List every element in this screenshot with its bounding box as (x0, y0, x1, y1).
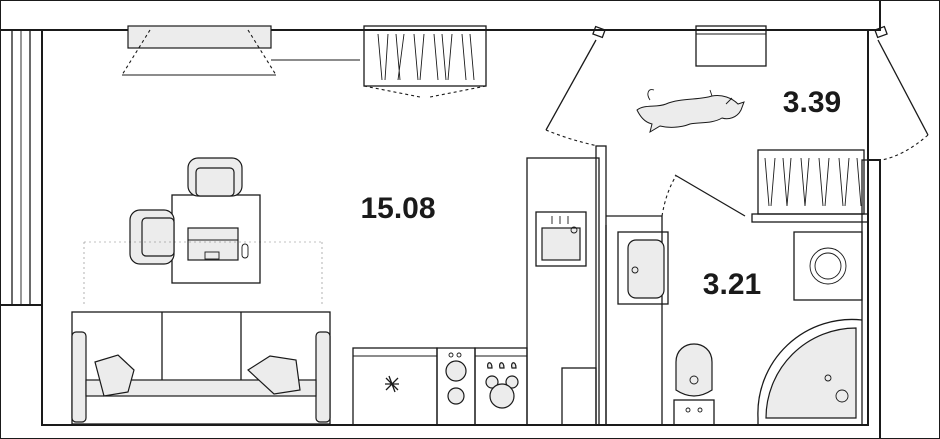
area-label-main-room: 15.08 (360, 192, 435, 225)
oven (436, 347, 476, 426)
fridge (352, 347, 438, 426)
cat-icon (636, 89, 745, 134)
area-label-loggia: 3.39 (783, 86, 841, 119)
kitchen-sink (535, 211, 587, 267)
dining-table (171, 194, 261, 284)
bathroom-sink (617, 231, 669, 305)
sofa (71, 311, 331, 425)
chair-top (187, 157, 243, 197)
bathroom-door (661, 174, 746, 217)
guide-lines (83, 241, 323, 305)
wardrobe-top (363, 25, 487, 98)
chair-left (129, 209, 175, 265)
loggia-area (545, 25, 929, 161)
bathroom-shelf (757, 149, 865, 215)
stove (474, 347, 528, 426)
ceiling-cabinet-left (121, 25, 360, 76)
window-left (11, 30, 31, 305)
shower-cabin (757, 318, 863, 425)
toilet (673, 343, 715, 426)
area-label-bathroom: 3.21 (703, 268, 761, 301)
washing-machine (793, 231, 863, 301)
